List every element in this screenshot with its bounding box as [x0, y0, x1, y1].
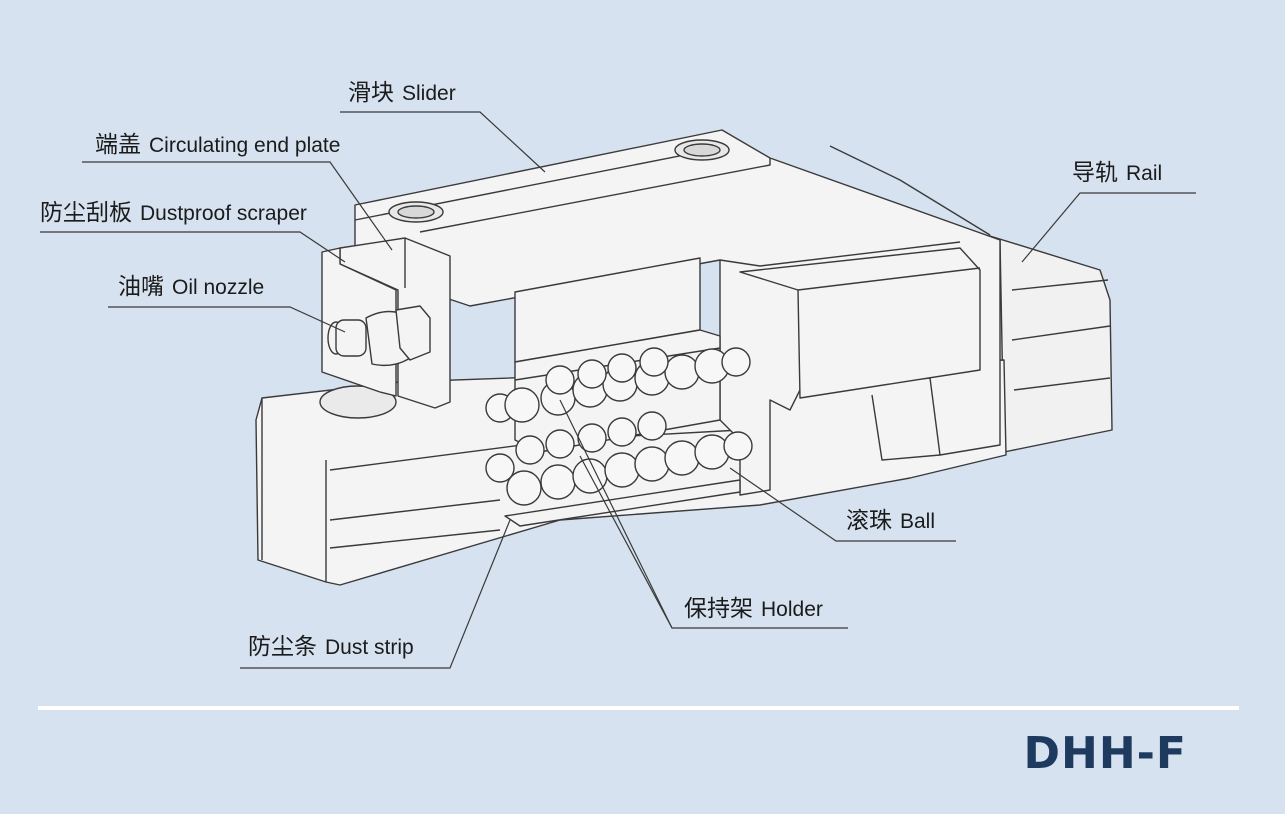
leader-oil-nozzle	[108, 306, 346, 333]
label-dust-strip-en: Dust strip	[325, 636, 414, 659]
rail-bolt-hole	[319, 385, 397, 419]
label-slider-zh: 滑块	[348, 80, 394, 106]
label-oil-nozzle-zh: 油嘴	[118, 274, 164, 300]
label-rail-en: Rail	[1126, 162, 1163, 185]
ball-rows	[485, 347, 753, 506]
leader-end-plate	[82, 161, 393, 251]
label-ball-en: Ball	[900, 510, 936, 533]
slider-right-block	[739, 247, 981, 399]
leader-slider	[340, 111, 546, 173]
footer-divider	[38, 706, 1239, 710]
leader-dust-strip	[240, 519, 511, 669]
label-ball: 滚珠 Ball	[846, 510, 935, 533]
label-end-plate-en: Circulating end plate	[149, 134, 341, 157]
leader-rail	[1021, 192, 1196, 263]
label-dust-strip-zh: 防尘条	[248, 634, 317, 660]
label-rail: 导轨 Rail	[1072, 162, 1162, 185]
label-rail-zh: 导轨	[1072, 160, 1118, 186]
leader-ball	[729, 467, 956, 542]
label-slider: 滑块 Slider	[348, 82, 456, 105]
label-holder: 保持架 Holder	[684, 598, 823, 621]
label-end-plate-zh: 端盖	[95, 132, 141, 158]
leader-holder-2	[579, 455, 673, 629]
label-holder-en: Holder	[761, 598, 823, 621]
label-end-plate: 端盖 Circulating end plate	[95, 134, 340, 157]
dust-strip-shape	[504, 479, 741, 527]
model-code: DHH-F	[1023, 728, 1187, 779]
label-scraper: 防尘刮板 Dustproof scraper	[40, 202, 307, 225]
label-slider-en: Slider	[402, 82, 456, 105]
label-dust-strip: 防尘条 Dust strip	[248, 636, 414, 659]
label-scraper-zh: 防尘刮板	[40, 200, 132, 226]
rail	[989, 235, 1113, 453]
label-oil-nozzle: 油嘴 Oil nozzle	[118, 276, 264, 299]
label-oil-nozzle-en: Oil nozzle	[172, 276, 265, 299]
label-scraper-en: Dustproof scraper	[140, 202, 307, 225]
label-holder-zh: 保持架	[684, 596, 753, 622]
label-ball-zh: 滚珠	[846, 508, 892, 534]
leader-scraper	[40, 231, 346, 263]
